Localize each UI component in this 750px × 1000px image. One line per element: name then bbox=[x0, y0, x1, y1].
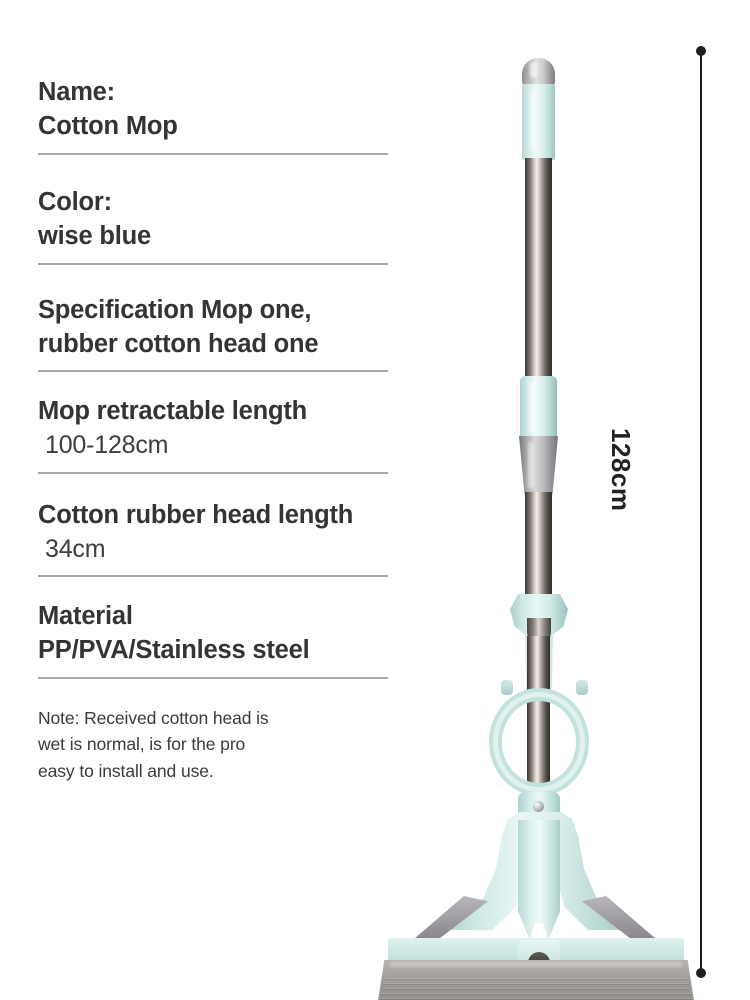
spacer bbox=[38, 577, 388, 600]
spec-label-color: Color: bbox=[38, 187, 112, 216]
dimension-callout bbox=[693, 44, 709, 980]
folding-bracket-center-tongue bbox=[518, 820, 560, 940]
dimension-endpoint-bottom bbox=[696, 968, 706, 978]
spacer bbox=[38, 679, 388, 705]
sponge-top-highlight bbox=[390, 962, 682, 967]
handle-grip bbox=[522, 84, 555, 160]
spacer bbox=[38, 265, 388, 294]
note-line-3: easy to install and use. bbox=[38, 760, 214, 781]
fork-side-nub-left bbox=[501, 680, 513, 695]
spec-value-color: wise blue bbox=[38, 221, 151, 250]
specification-list: Name: Cotton Mop Color: wise blue Specif… bbox=[38, 76, 388, 793]
spec-value-material: PP/PVA/Stainless steel bbox=[38, 635, 310, 664]
handle-end-cap bbox=[522, 58, 555, 86]
note-line-2: wet is normal, is for the pro bbox=[38, 734, 246, 755]
ring-pivot-pin bbox=[533, 801, 544, 812]
spec-label-material: Material bbox=[38, 601, 133, 630]
dimension-label: 128cm bbox=[606, 428, 636, 512]
spec-row-name: Name: Cotton Mop bbox=[38, 76, 388, 155]
dimension-line bbox=[700, 50, 702, 974]
spacer bbox=[38, 372, 388, 395]
spec-row-retractable-length: Mop retractable length 100-128cm bbox=[38, 395, 388, 474]
spec-row-head-length: Cotton rubber head length 34cm bbox=[38, 499, 388, 577]
spacer bbox=[38, 474, 388, 499]
spec-label-head-length: Cotton rubber head length bbox=[38, 500, 354, 529]
note-line-1: Note: Received cotton head is bbox=[38, 707, 269, 728]
sponge-texture-lines bbox=[378, 978, 694, 1000]
telescoping-collar-upper bbox=[520, 376, 557, 440]
spec-value-head-length: 34cm bbox=[45, 534, 106, 563]
fork-side-nub-right bbox=[576, 680, 588, 695]
product-image-cotton-mop bbox=[370, 40, 700, 1000]
pole-upper-section bbox=[525, 158, 552, 380]
spec-value-specification: rubber cotton head one bbox=[38, 329, 319, 358]
pva-sponge-head bbox=[378, 960, 694, 1000]
wringer-ring-highlight bbox=[493, 692, 585, 792]
telescoping-lock-highlight bbox=[528, 442, 534, 488]
spec-row-color: Color: wise blue bbox=[38, 186, 388, 265]
spec-label-name: Name: bbox=[38, 78, 115, 106]
telescoping-lock-collar bbox=[519, 436, 558, 494]
spacer bbox=[38, 155, 388, 186]
handle-cap-highlight bbox=[530, 62, 537, 78]
spec-row-specification: Specification Mop one, rubber cotton hea… bbox=[38, 294, 388, 373]
telescoping-collar-highlight bbox=[529, 382, 535, 432]
handle-grip-highlight bbox=[530, 90, 536, 150]
note-block: Note: Received cotton head is wet is nor… bbox=[38, 705, 388, 794]
spec-row-material: Material PP/PVA/Stainless steel bbox=[38, 600, 388, 679]
pole-lower-section bbox=[525, 492, 552, 602]
spec-label-retractable-length: Mop retractable length bbox=[38, 397, 308, 426]
spec-value-retractable-length: 100-128cm bbox=[45, 431, 169, 460]
spec-label-specification: Specification Mop one, bbox=[38, 295, 312, 324]
spec-value-name: Cotton Mop bbox=[38, 111, 178, 140]
